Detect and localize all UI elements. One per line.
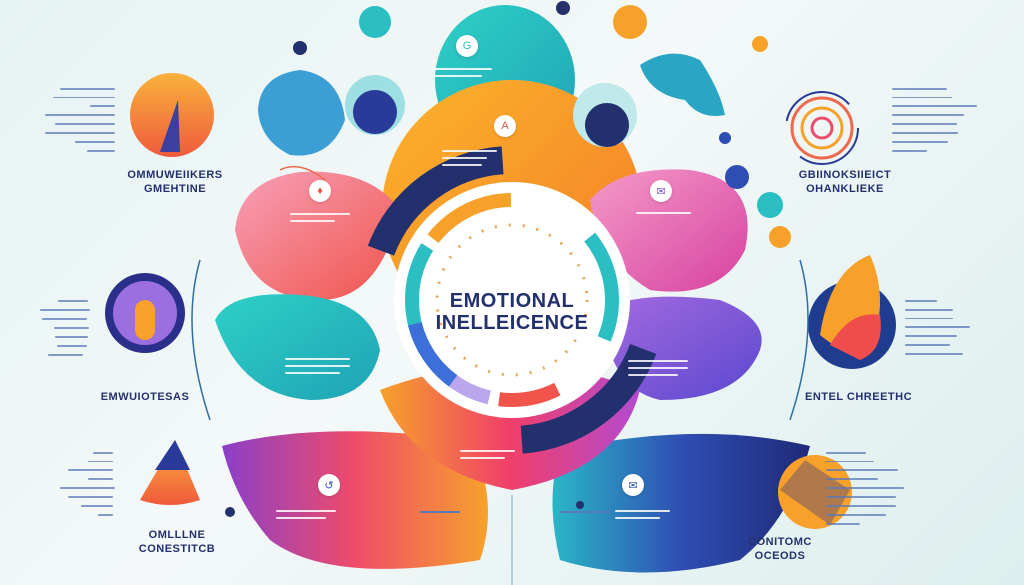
label-bottom-right: CONITOMC OCEODS	[748, 536, 812, 562]
text-block-mid-left	[40, 300, 90, 363]
magenta-right-text	[636, 212, 691, 219]
orange-text	[442, 150, 497, 171]
label-bottom-left: OMLLLNE CONESTITCB	[138, 529, 216, 555]
text-block-mid-right	[905, 300, 970, 362]
bottom-right-text	[615, 510, 670, 524]
center-title: EMOTIONAL INELLEICENCE	[392, 290, 632, 334]
title-line-2: INELLEICENCE	[435, 312, 589, 334]
text-block-bottom-left	[60, 452, 115, 523]
badge-bottom-right: ✉	[622, 474, 644, 496]
label-mid-left: EMWUIOTESAS	[100, 391, 190, 403]
bottom-left-text	[276, 510, 336, 524]
badge-right-pink: ✉	[650, 180, 672, 202]
badge-left-pink: ♦	[309, 180, 331, 202]
teal-top-text	[432, 68, 492, 82]
pink-left-text	[290, 213, 350, 227]
badge-bottom-left: ↺	[318, 474, 340, 496]
label-mid-right: ENTEL CHREETHC	[805, 391, 913, 403]
title-line-1: EMOTIONAL	[449, 290, 575, 312]
teal-left-text	[285, 358, 350, 379]
label-top-right: GBIINOKSIIEICT OHANKLIEKE	[798, 169, 892, 195]
text-block-top-left	[45, 88, 115, 159]
text-block-top-right	[892, 88, 977, 159]
text-block-bottom-right	[826, 452, 906, 532]
bottom-center-text	[460, 450, 515, 464]
label-top-left: OMMUWEIIKERS GMEHTINE	[127, 169, 223, 195]
purple-right-text	[628, 360, 688, 381]
badge-top: A	[494, 115, 516, 137]
badge-top-teal: G	[456, 35, 478, 57]
